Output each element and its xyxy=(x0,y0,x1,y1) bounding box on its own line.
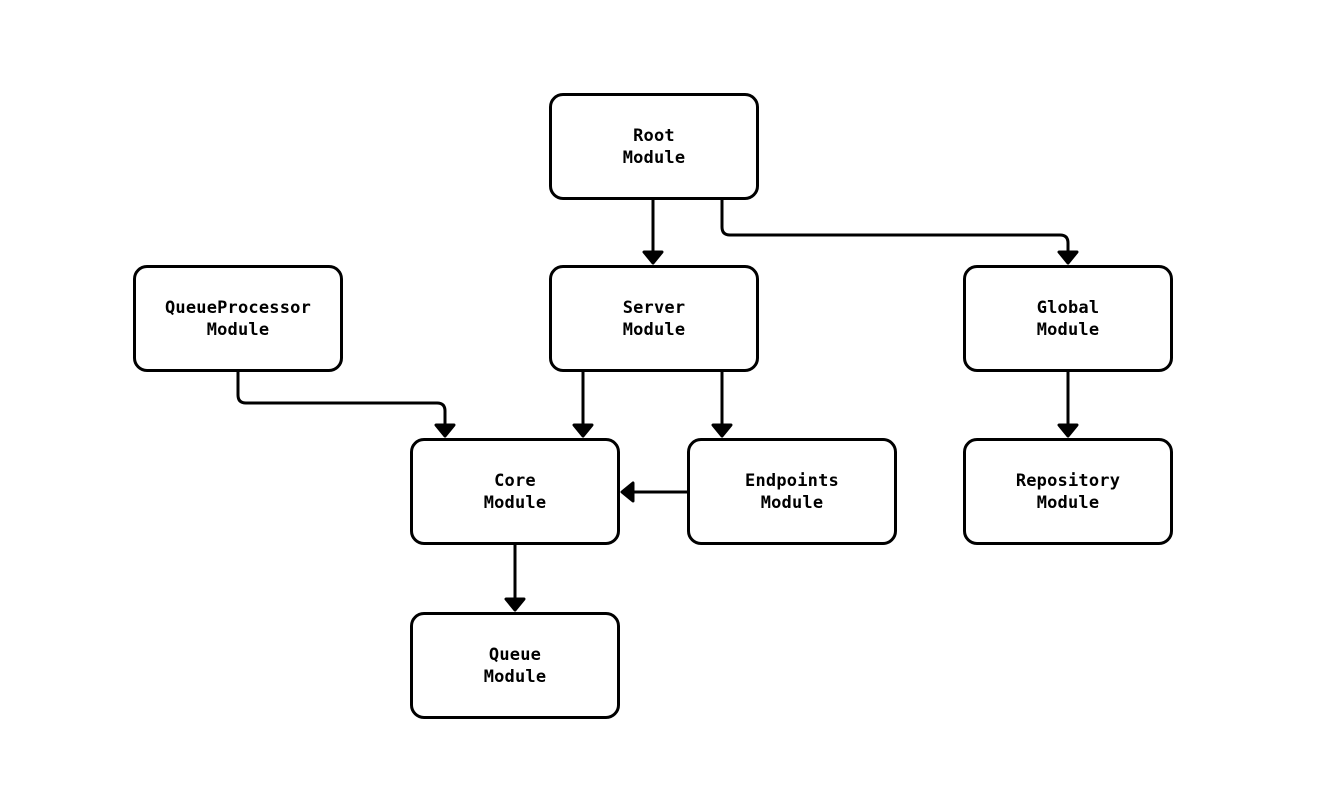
edge-root-to-global xyxy=(720,200,1070,255)
node-global-label-line1: Global xyxy=(1036,297,1100,318)
node-repository-label-line1: Repository xyxy=(1015,470,1121,491)
node-queueprocessor[interactable]: QueueProcessor Module xyxy=(133,265,343,372)
arrowhead-root-to-global xyxy=(1057,250,1079,265)
node-core[interactable]: Core Module xyxy=(410,438,620,545)
node-queueprocessor-label-line2: Module xyxy=(206,319,270,340)
node-root-label-line2: Module xyxy=(622,147,686,168)
node-root-label-line1: Root xyxy=(633,125,675,146)
node-global-label-line2: Module xyxy=(1036,319,1100,340)
node-server-label-line2: Module xyxy=(622,319,686,340)
arrowhead-queueprocessor-to-core xyxy=(434,423,456,438)
arrowhead-endpoints-to-core xyxy=(620,481,635,503)
node-server[interactable]: Server Module xyxy=(549,265,759,372)
node-repository-label-line2: Module xyxy=(1036,492,1100,513)
node-queueprocessor-label-line1: QueueProcessor xyxy=(164,297,312,318)
node-endpoints[interactable]: Endpoints Module xyxy=(687,438,897,545)
node-root[interactable]: Root Module xyxy=(549,93,759,200)
node-queue[interactable]: Queue Module xyxy=(410,612,620,719)
node-queue-label-line1: Queue xyxy=(488,644,542,665)
arrowhead-core-to-queue xyxy=(504,597,526,612)
node-core-label-line1: Core xyxy=(494,470,536,491)
node-global[interactable]: Global Module xyxy=(963,265,1173,372)
node-core-label-line2: Module xyxy=(483,492,547,513)
node-endpoints-label-line1: Endpoints xyxy=(745,470,839,491)
arrowhead-root-to-server xyxy=(642,250,664,265)
edge-queueprocessor-to-core xyxy=(236,372,447,428)
node-repository[interactable]: Repository Module xyxy=(963,438,1173,545)
arrowhead-server-to-endpoints xyxy=(711,423,733,438)
arrowhead-global-to-repository xyxy=(1057,423,1079,438)
node-queue-label-line2: Module xyxy=(483,666,547,687)
arrowhead-server-to-core xyxy=(572,423,594,438)
node-server-label-line1: Server xyxy=(622,297,686,318)
node-endpoints-label-line2: Module xyxy=(760,492,824,513)
